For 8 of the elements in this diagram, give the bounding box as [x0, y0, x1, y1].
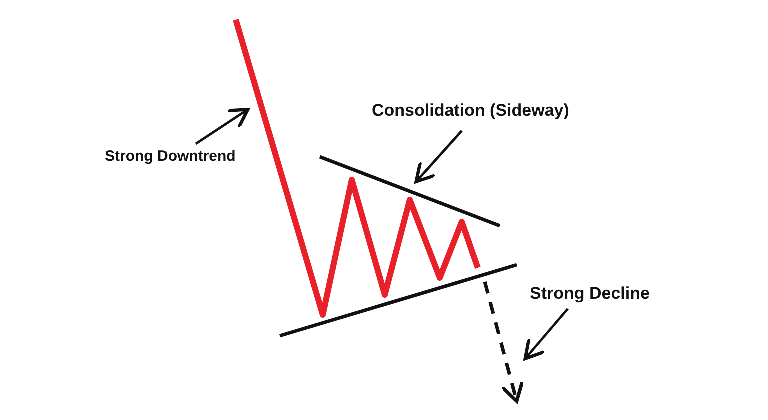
leader-arrow — [195, 108, 250, 146]
dashed-arrow — [483, 282, 524, 404]
callout-text: Strong Downtrend — [105, 148, 236, 166]
leader-arrow — [414, 130, 463, 184]
resistance-line — [319, 155, 501, 228]
callout-text: Consolidation (Sideway) — [372, 101, 570, 121]
leader-arrow — [524, 308, 569, 361]
callout-text: Strong Decline — [530, 284, 650, 304]
